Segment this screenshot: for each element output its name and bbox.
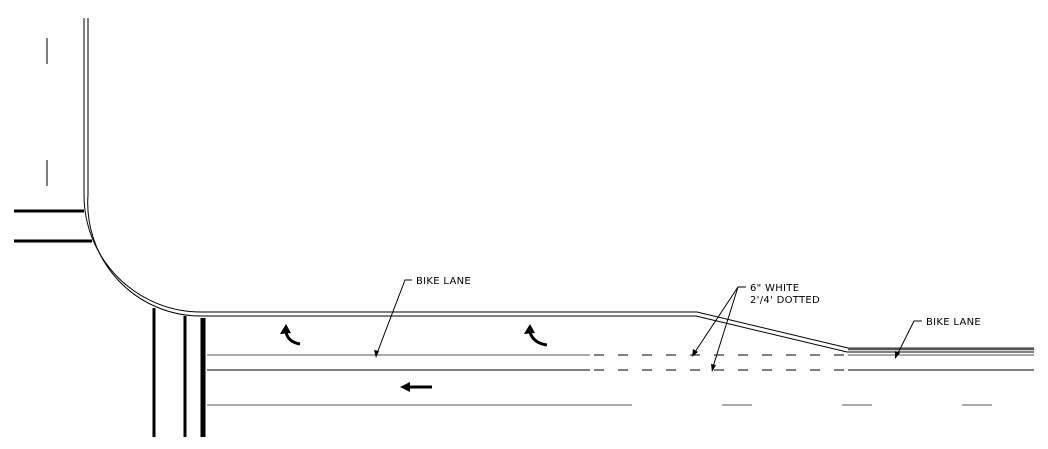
left-arrow-icon xyxy=(400,382,432,392)
leader-arrowhead xyxy=(692,349,698,357)
left-turn-arrow-icon xyxy=(524,324,548,347)
bike-lane-label-left: BIKE LANE xyxy=(416,276,471,287)
leader-arrowhead xyxy=(895,351,900,359)
marking-label-line1: 6" WHITE xyxy=(750,283,799,294)
leader-line xyxy=(375,279,412,357)
leader-arrowhead xyxy=(374,350,379,358)
leader-line xyxy=(711,286,739,371)
left-turn-arrow-icon xyxy=(280,324,301,346)
curb-line-inner xyxy=(87,18,1034,353)
leader-arrowhead xyxy=(711,364,716,372)
leader-line xyxy=(895,320,922,358)
curb-line-outer xyxy=(83,18,1034,349)
bike-lane-label-right: BIKE LANE xyxy=(926,317,981,328)
marking-label-line2: 2'/4' DOTTED xyxy=(750,295,820,306)
